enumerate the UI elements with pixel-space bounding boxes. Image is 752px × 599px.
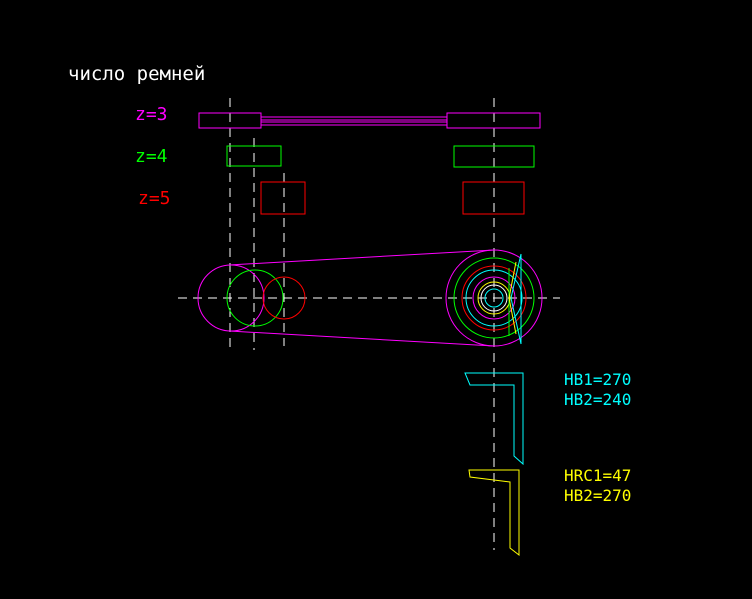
shaft-profile-cyan: [464, 372, 524, 466]
belt-upper-span: [228, 249, 495, 266]
large-pulley-rim-z4: [453, 145, 535, 168]
belt-option-z5: z=5: [138, 188, 171, 209]
hub-white: [480, 284, 508, 312]
profile-line-cyan-b: [510, 297, 522, 345]
pulley-width-z4: [226, 145, 535, 168]
hub-yellow-outer: [477, 281, 511, 315]
shaft-section-yellow: [468, 469, 520, 557]
belt-lower-span: [228, 330, 495, 347]
hardness-hb2-b: HB2=270: [564, 486, 632, 505]
small-pulley-rim-z4: [226, 145, 282, 167]
hardness-hb2-a: HB2=240: [564, 390, 632, 409]
hardness-hb1: HB1=270: [564, 370, 632, 389]
profile-line-yellow-a: [508, 261, 517, 299]
profile-line-cyan-a: [510, 253, 522, 299]
large-pulley-cyan: [465, 269, 523, 327]
hub-cyan-inner: [484, 288, 504, 308]
hardness-hrc1: HRC1=47: [564, 466, 632, 485]
shaft-section-cyan: [464, 372, 524, 466]
belt-front-view: [197, 249, 543, 347]
drawing-title: число ремней: [68, 63, 206, 85]
profile-line-yellow-b: [508, 297, 517, 335]
large-pulley-red: [461, 265, 527, 331]
pulley-width-z3: [198, 112, 541, 129]
small-pulley-z5: [262, 276, 306, 320]
belt-option-z4: z=4: [135, 146, 168, 167]
large-pulley-magenta-hub: [472, 276, 516, 320]
small-pulley-z4: [226, 269, 284, 327]
belt-option-z3: z=3: [135, 104, 168, 125]
small-pulley-rim-z5: [260, 181, 306, 215]
pulley-width-z5: [260, 181, 525, 215]
shaft-profile-yellow: [468, 469, 520, 557]
large-pulley-green: [453, 257, 535, 339]
large-pulley-rim-z5: [462, 181, 525, 215]
